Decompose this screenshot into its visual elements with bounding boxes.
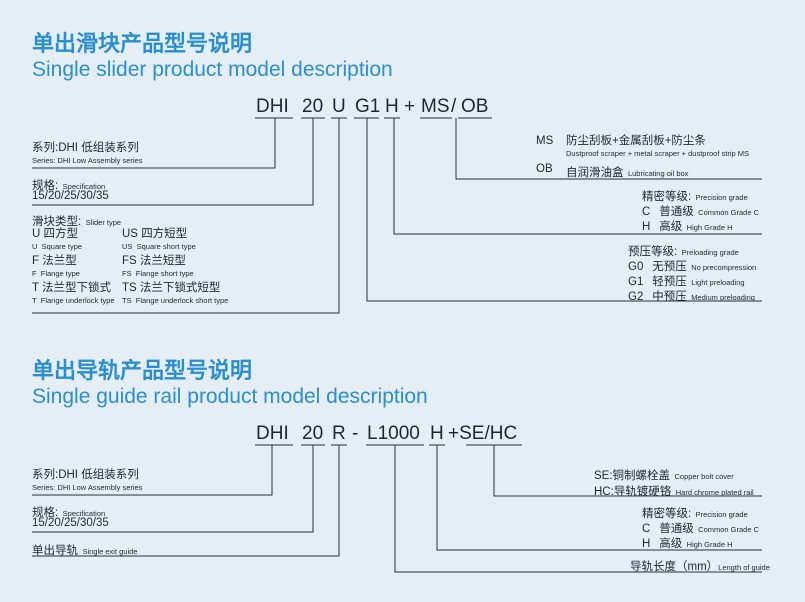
rail-code-size: 20 bbox=[302, 423, 324, 444]
type-fs-en: FS Flange short type bbox=[122, 269, 194, 278]
option-ob: 自润滑油盒 Lubricating oil box bbox=[566, 164, 688, 180]
code-size: 20 bbox=[302, 96, 324, 117]
slider-precision-h: H 高级 High Grade H bbox=[642, 221, 733, 233]
connector-preload bbox=[366, 118, 762, 302]
rail-title-en: Single guide rail product model descript… bbox=[32, 385, 428, 408]
slider-title-en: Single slider product model description bbox=[32, 58, 393, 81]
slider-spec-en: Specification bbox=[62, 182, 106, 191]
code-plus: + bbox=[404, 96, 416, 117]
type-u-en: U Square type bbox=[32, 242, 83, 251]
type-us: US 四方短型 bbox=[122, 228, 188, 240]
rail-code-r: R bbox=[332, 423, 346, 444]
connector-spec bbox=[32, 118, 314, 206]
option-ms-cn: 防尘刮板+金属刮板+防尘条 bbox=[566, 135, 706, 147]
slider-series-en: Series: DHI Low Assembly series bbox=[32, 156, 143, 165]
type-f-en: F Flange type bbox=[32, 269, 80, 278]
code-type: U bbox=[332, 96, 346, 117]
rail-code-precision: H bbox=[430, 423, 444, 444]
rail-code-dhi: DHI bbox=[256, 423, 289, 444]
rail-series-en: Series: DHI Low Assembly series bbox=[32, 483, 143, 492]
type-u: U 四方型 bbox=[32, 228, 79, 240]
slider-type-label: 滑块类型: Slider type bbox=[32, 213, 121, 229]
type-fs: FS 法兰短型 bbox=[122, 255, 186, 267]
slider-spec-cn: 规格: bbox=[32, 180, 59, 192]
rail-precision-c: C 普通级 Common Grade C bbox=[642, 523, 760, 535]
rail-connector-series bbox=[32, 445, 273, 496]
rail-option-se: SE:铜制螺栓盖 Copper bolt cover bbox=[594, 470, 734, 482]
option-ob-en: Lubricating oil box bbox=[627, 169, 689, 178]
rail-connector-precision bbox=[436, 445, 762, 551]
slider-type-en: Slider type bbox=[85, 218, 122, 227]
rail-precision-title: 精密等级: Precision grade bbox=[642, 508, 748, 520]
option-ob-code: OB bbox=[536, 163, 553, 175]
rail-connector-length bbox=[394, 445, 762, 573]
connector-options bbox=[455, 118, 762, 180]
type-t: T 法兰型下锁式 bbox=[32, 282, 112, 294]
rail-spec-sizes: 15/20/25/30/35 bbox=[32, 517, 109, 529]
rail-spec-label: 规格: Specification bbox=[32, 507, 106, 519]
type-ts: TS 法兰下锁式短型 bbox=[122, 282, 221, 294]
rail-connector-type bbox=[32, 445, 340, 557]
option-ms-code: MS bbox=[536, 135, 554, 147]
connector-type bbox=[32, 118, 340, 314]
rail-code-length: L1000 bbox=[367, 423, 420, 444]
slider-series-cn: 系列:DHI 低组装系列 bbox=[32, 142, 139, 154]
option-ob-cn: 自润滑油盒 bbox=[566, 167, 624, 179]
rail-length-label: 导轨长度（mm）Length of guide bbox=[630, 561, 770, 573]
type-t-en: T Flange underlock type bbox=[32, 296, 115, 305]
connector-precision bbox=[393, 118, 762, 235]
option-ms-en: Dustproof scraper + metal scraper + dust… bbox=[566, 149, 749, 158]
code-slash: / bbox=[451, 96, 457, 117]
slider-precision-title: 精密等级: Precision grade bbox=[642, 191, 748, 203]
connector-series bbox=[32, 118, 276, 169]
rail-code-dash: - bbox=[352, 423, 359, 444]
code-precision: H bbox=[385, 96, 399, 117]
type-us-en: US Square short type bbox=[122, 242, 196, 251]
rail-connector-spec bbox=[32, 445, 314, 533]
rail-connector-options bbox=[493, 445, 762, 497]
code-ob: OB bbox=[461, 96, 489, 117]
type-ts-en: TS Flange underlock short type bbox=[122, 296, 229, 305]
code-preload: G1 bbox=[355, 96, 381, 117]
rail-option-hc: HC:导轨镀硬铬 Hard chrome plated rail bbox=[594, 486, 754, 498]
code-ms: MS bbox=[421, 96, 450, 117]
slider-spec-label: 规格: Specification bbox=[32, 177, 105, 193]
slider-type-cn: 滑块类型: bbox=[32, 216, 82, 228]
slider-preload-g1: G1 轻预压 Light preloading bbox=[628, 276, 745, 288]
rail-code-options: +SE/HC bbox=[448, 423, 518, 444]
slider-preload-g2: G2 中预压 Medium preloading bbox=[628, 291, 755, 303]
rail-series-cn: 系列:DHI 低组装系列 bbox=[32, 469, 139, 481]
slider-preload-g0: G0 无预压 No precompression bbox=[628, 261, 757, 273]
slider-spec-sizes: 15/20/25/30/35 bbox=[32, 190, 109, 202]
rail-precision-h: H 高级 High Grade H bbox=[642, 538, 733, 550]
rail-title-cn: 单出导轨产品型号说明 bbox=[32, 358, 253, 383]
type-f: F 法兰型 bbox=[32, 255, 77, 267]
slider-precision-c: C 普通级 Common Grade C bbox=[642, 206, 760, 218]
slider-title-cn: 单出滑块产品型号说明 bbox=[32, 31, 253, 56]
rail-type-label: 单出导轨 Single exit guide bbox=[32, 545, 138, 557]
code-dhi: DHI bbox=[256, 96, 289, 117]
slider-preload-title: 预压等级: Preloading grade bbox=[628, 246, 739, 258]
